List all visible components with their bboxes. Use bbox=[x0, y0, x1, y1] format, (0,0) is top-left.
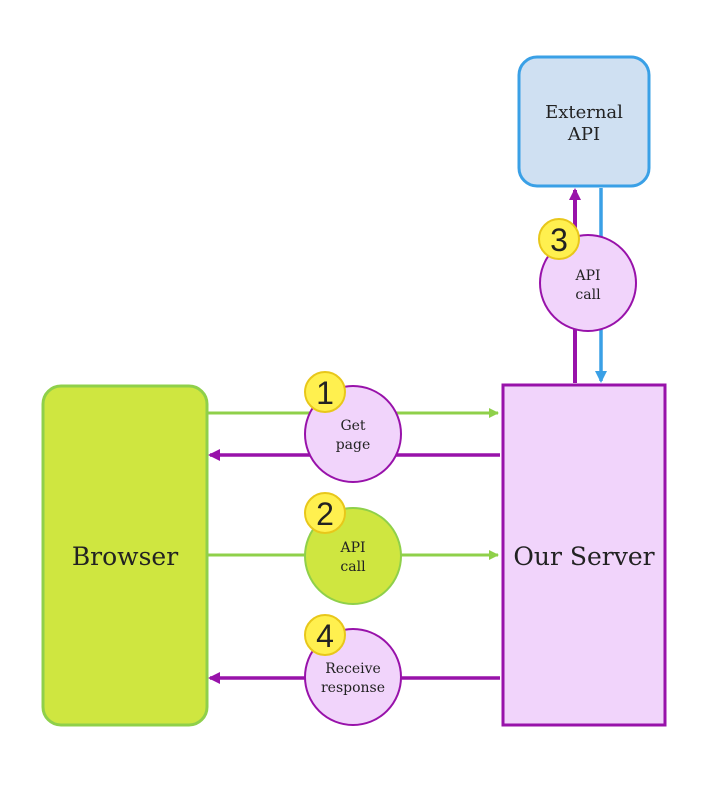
step-3-badge: 3 bbox=[538, 218, 580, 260]
step-4-number: 4 bbox=[316, 618, 334, 654]
external-api-label-line1: External bbox=[545, 102, 623, 123]
external-api-label-line2: API bbox=[567, 124, 600, 145]
step-2-number: 2 bbox=[316, 496, 334, 532]
step-4-line2: response bbox=[321, 680, 385, 696]
step-3-number: 3 bbox=[550, 222, 568, 258]
step-4-receive-response: Receive response 4 bbox=[304, 614, 402, 726]
external-api-node: External API bbox=[517, 55, 651, 188]
step-3-api-call: API call 3 bbox=[538, 218, 637, 332]
step-1-number: 1 bbox=[316, 375, 334, 411]
step-1-line1: Get bbox=[340, 418, 365, 434]
step-1-badge: 1 bbox=[304, 371, 346, 413]
step-2-line1: API bbox=[339, 540, 365, 556]
step-2-line2: call bbox=[340, 559, 366, 575]
browser-node: Browser bbox=[41, 384, 209, 727]
server-node: Our Server bbox=[501, 383, 667, 727]
browser-label: Browser bbox=[72, 542, 178, 571]
server-label: Our Server bbox=[513, 542, 654, 571]
step-3-line2: call bbox=[575, 287, 601, 303]
step-2-api-call: API call 2 bbox=[304, 492, 402, 605]
step-2-badge: 2 bbox=[304, 492, 346, 534]
step-4-line1: Receive bbox=[325, 661, 381, 677]
step-4-badge: 4 bbox=[304, 614, 346, 656]
step-3-line1: API bbox=[574, 268, 600, 284]
step-1-line2: page bbox=[336, 437, 371, 453]
step-1-get-page: Get page 1 bbox=[304, 371, 402, 483]
